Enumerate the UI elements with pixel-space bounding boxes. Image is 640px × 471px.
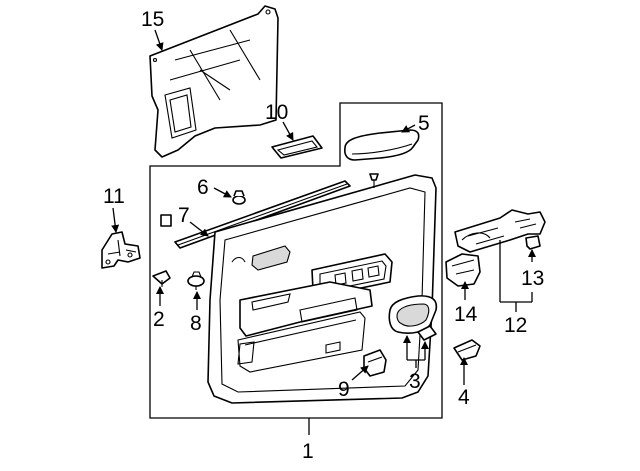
part-9-switch [363, 349, 387, 377]
callout-13: 13 [521, 267, 544, 290]
part-10-cover [271, 135, 323, 159]
callout-6: 6 [197, 176, 209, 199]
callout-12: 12 [504, 314, 527, 337]
part-1-push-pin [369, 173, 379, 188]
part-11-bracket [101, 231, 141, 269]
callout-7: 7 [178, 204, 190, 227]
part-13-switch-knob [525, 235, 541, 250]
callout-4: 4 [458, 386, 470, 409]
assembly-outline-box [149, 102, 443, 419]
callout-9: 9 [338, 378, 350, 401]
part-3-inside-handle [388, 295, 438, 341]
callout-1: 1 [302, 440, 314, 463]
part-1-door-trim-panel [207, 174, 437, 404]
part-2-clip [152, 270, 171, 287]
part-4-cap [453, 339, 481, 361]
part-14-switch [445, 253, 481, 287]
callout-2: 2 [153, 308, 165, 331]
callout-5: 5 [418, 112, 430, 135]
callout-leaders [111, 29, 536, 385]
callout-8: 8 [190, 312, 202, 335]
part-12-switch-panel [454, 209, 546, 253]
callout-3: 3 [409, 370, 421, 393]
part-5-armrest [344, 129, 420, 161]
part-8-clip [187, 271, 205, 290]
callout-15: 15 [141, 8, 164, 31]
callout-10: 10 [265, 101, 288, 124]
part-retainer-clip [160, 214, 172, 227]
part-6-clip [232, 190, 246, 205]
callout-14: 14 [454, 303, 478, 326]
callout-11: 11 [103, 185, 125, 208]
part-15-inner-panel [149, 5, 279, 158]
